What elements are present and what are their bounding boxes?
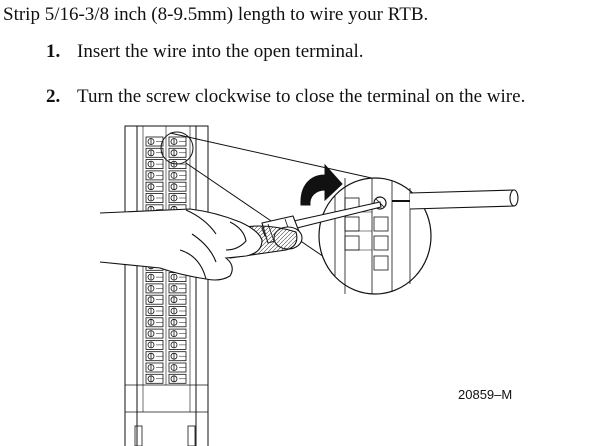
terminal-block	[124, 125, 209, 446]
wiring-illustration: 20859–M	[99, 125, 519, 446]
step-item: 2. Turn the screw clockwise to close the …	[46, 85, 525, 109]
figure-code: 20859–M	[458, 387, 512, 402]
intro-text: Strip 5/16-3/8 inch (8-9.5mm) length to …	[3, 4, 429, 25]
step-item: 1. Insert the wire into the open terminal…	[46, 40, 364, 64]
magnified-view	[318, 177, 432, 295]
step-text: Insert the wire into the open terminal.	[77, 41, 364, 62]
step-number: 2.	[46, 86, 61, 107]
step-text: Turn the screw clockwise to close the te…	[77, 86, 526, 107]
wire	[392, 189, 519, 210]
hand	[99, 208, 263, 281]
step-number: 1.	[46, 41, 61, 62]
clockwise-arrow	[300, 163, 343, 206]
